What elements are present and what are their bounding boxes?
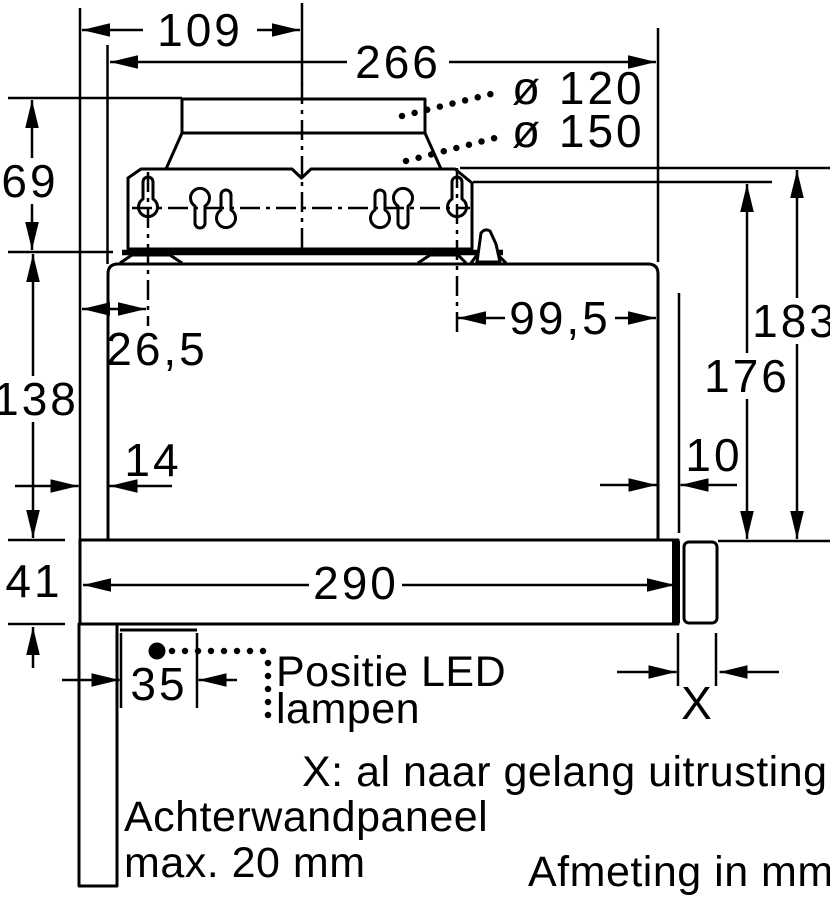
dim-26-5-label: 26,5 (106, 323, 208, 375)
note-units: Afmeting in mm (528, 848, 830, 896)
leader-duct-120 (398, 89, 499, 120)
dim-69-label: 69 (1, 155, 58, 207)
dim-290-label: 290 (313, 557, 399, 609)
dim-x-label: X (681, 677, 715, 729)
dimension-labels: 109 266 ø 120 ø 150 69 26,5 99,5 183 176… (0, 4, 830, 729)
dim-41-label: 41 (5, 555, 62, 607)
dim-99-5-label: 99,5 (509, 292, 611, 344)
keyhole-icon (189, 186, 211, 230)
pullout-bar-front-edge (672, 541, 680, 623)
note-back-panel-line2: max. 20 mm (124, 839, 366, 887)
dim-duct-150-label: ø 150 (512, 105, 645, 157)
note-led-position-line1: Positie LED (276, 648, 506, 696)
center-lines (132, 84, 470, 335)
damper-flap (475, 228, 502, 264)
dim-176-label: 176 (704, 350, 790, 402)
keyhole-icon (369, 188, 391, 230)
decor-strip (682, 540, 719, 625)
bracket-foot-right (417, 253, 468, 265)
keyhole-slots (137, 175, 468, 230)
back-wall-panel (77, 622, 119, 888)
note-labels: Positie LED lampen X: al naar gelang uit… (124, 648, 830, 896)
dim-266-label: 266 (355, 36, 441, 88)
hood-body (106, 262, 660, 540)
hood-outline (77, 97, 719, 888)
duct-collar (180, 97, 427, 135)
dim-35-label: 35 (130, 658, 187, 710)
dim-183-label: 183 (752, 295, 830, 347)
duct-transition (164, 132, 443, 170)
note-x-equipment: X: al naar gelang uitrusting (302, 748, 828, 796)
leader-duct-150 (402, 134, 499, 165)
dim-138-label: 138 (0, 373, 79, 425)
dim-14-label: 14 (124, 434, 181, 486)
note-back-panel-line1: Achterwandpaneel (124, 793, 488, 841)
led-dot (148, 642, 166, 660)
dim-duct-120-label: ø 120 (512, 62, 645, 114)
label-masks (3, 8, 830, 606)
keyhole-icon (215, 188, 237, 230)
bracket-foot-left (119, 253, 183, 265)
pullout-bar (78, 538, 680, 626)
note-led-position-line2: lampen (276, 685, 420, 733)
dim-10-label: 10 (685, 429, 742, 481)
extension-lines (8, 3, 830, 708)
leader-lines (148, 89, 499, 732)
mounting-bracket (126, 167, 474, 251)
dim-109-label: 109 (157, 4, 243, 56)
